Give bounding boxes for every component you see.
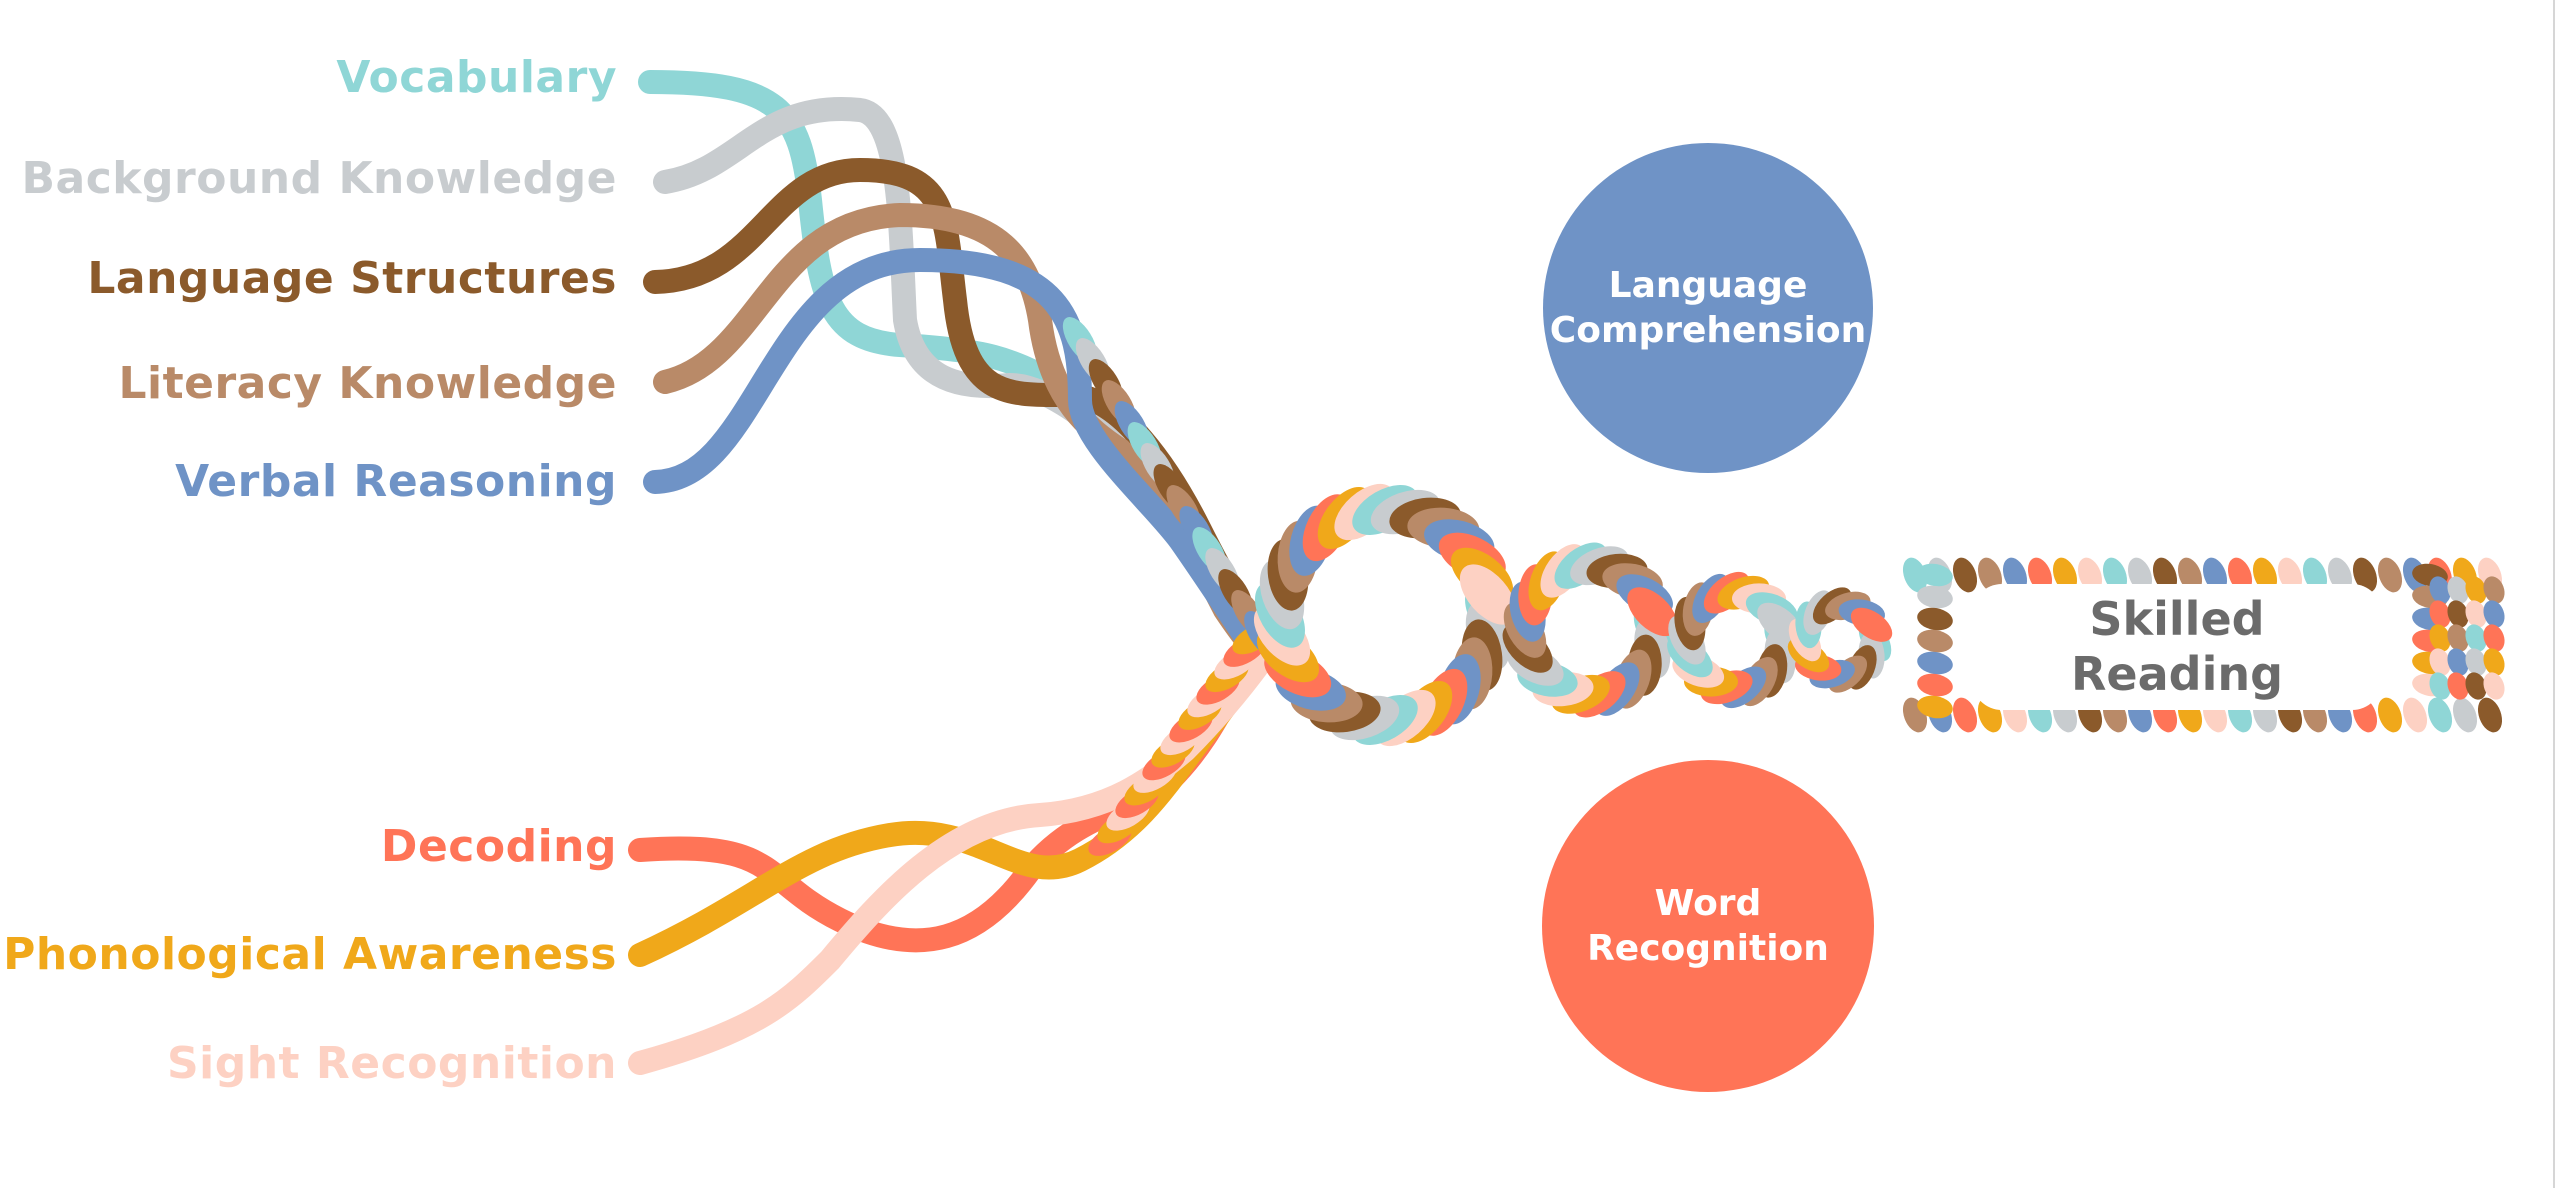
braid-segment xyxy=(2447,600,2469,628)
braid-segment xyxy=(2252,557,2278,593)
braid-segment xyxy=(2352,557,2378,593)
braided-rope xyxy=(1062,317,2505,856)
braid-segment xyxy=(1952,697,1978,733)
braid-segment xyxy=(1917,629,1953,653)
braid-segment xyxy=(2465,576,2487,604)
language-comprehension-strands xyxy=(638,70,1280,672)
braid-segment xyxy=(2483,600,2505,628)
braid-segment xyxy=(2483,576,2505,604)
braid-segment xyxy=(2447,576,2469,604)
braid-segment xyxy=(2447,624,2469,652)
braid-segment xyxy=(2483,648,2505,676)
braid-segment xyxy=(1627,587,1678,637)
braid-segment xyxy=(1917,651,1953,675)
braid-segment xyxy=(2477,697,2503,733)
braid-segment xyxy=(2483,672,2505,700)
braid-segment xyxy=(2052,557,2078,593)
braid-segment xyxy=(2377,557,2403,593)
braid-segment xyxy=(2465,600,2487,628)
braid-segment xyxy=(2027,557,2053,593)
skilled-reading-label: Skilled Reading xyxy=(2070,591,2284,701)
braid-segment xyxy=(1917,563,1953,587)
braid-segment xyxy=(2465,648,2487,676)
strand-label-literacy-knowledge: Literacy Knowledge xyxy=(118,358,617,409)
braid-segment xyxy=(2102,557,2128,593)
strand-label-decoding: Decoding xyxy=(380,821,617,872)
language-comprehension-label: Language Comprehension xyxy=(1549,265,1867,351)
braid-segment xyxy=(2327,557,2353,593)
strand-literacy-knowledge xyxy=(653,202,1277,672)
braid-segment xyxy=(2302,557,2328,593)
braid-segment xyxy=(2429,600,2451,628)
braid-segment xyxy=(2452,697,2478,733)
braid-segment xyxy=(2429,624,2451,652)
strand-label-vocabulary: Vocabulary xyxy=(336,52,617,103)
braid-segment xyxy=(2002,557,2028,593)
braid-segment xyxy=(1902,557,1928,593)
braid-segment xyxy=(2177,557,2203,593)
braid-segment xyxy=(2152,557,2178,593)
language-comprehension-circle: Language Comprehension xyxy=(1543,143,1873,473)
braid-segment xyxy=(2377,697,2403,733)
strand-label-phonological-awareness: Phonological Awareness xyxy=(3,929,617,980)
page-edge-divider xyxy=(2553,0,2555,1188)
strand-label-sight-recognition: Sight Recognition xyxy=(166,1038,617,1089)
skilled-reading-box: Skilled Reading xyxy=(1972,584,2382,710)
braid-segment xyxy=(2429,672,2451,700)
braid-segment xyxy=(1917,607,1953,631)
braid-segment xyxy=(2447,648,2469,676)
braid-segment xyxy=(1459,564,1517,625)
braid-segment xyxy=(1917,585,1953,609)
braid-segment xyxy=(2465,624,2487,652)
strand-label-background-knowledge: Background Knowledge xyxy=(21,153,617,204)
word-recognition-circle: Word Recognition xyxy=(1542,760,1874,1092)
braid-segment xyxy=(2465,672,2487,700)
braid-segment xyxy=(2483,624,2505,652)
strand-phonological-awareness xyxy=(628,638,1274,967)
braid-segment xyxy=(2127,557,2153,593)
braid-segment xyxy=(2077,557,2103,593)
braid-segment xyxy=(2447,672,2469,700)
braid-segment xyxy=(2202,557,2228,593)
word-recognition-strands xyxy=(628,638,1274,1075)
braid-segment xyxy=(1917,695,1953,719)
braid-segment xyxy=(1952,557,1978,593)
strand-label-verbal-reasoning: Verbal Reasoning xyxy=(175,456,617,507)
braid-segment xyxy=(2227,557,2253,593)
braid-segment xyxy=(2402,697,2428,733)
braid-segment xyxy=(2427,697,2453,733)
braid-segment xyxy=(2277,557,2303,593)
braid-segment xyxy=(1850,607,1893,642)
braid-segment xyxy=(2429,648,2451,676)
strand-label-language-structures: Language Structures xyxy=(87,253,617,304)
word-recognition-label: Word Recognition xyxy=(1587,883,1829,969)
braid-segment xyxy=(1977,557,2003,593)
braid-segment xyxy=(2429,576,2451,604)
braid-segment xyxy=(1917,673,1953,697)
